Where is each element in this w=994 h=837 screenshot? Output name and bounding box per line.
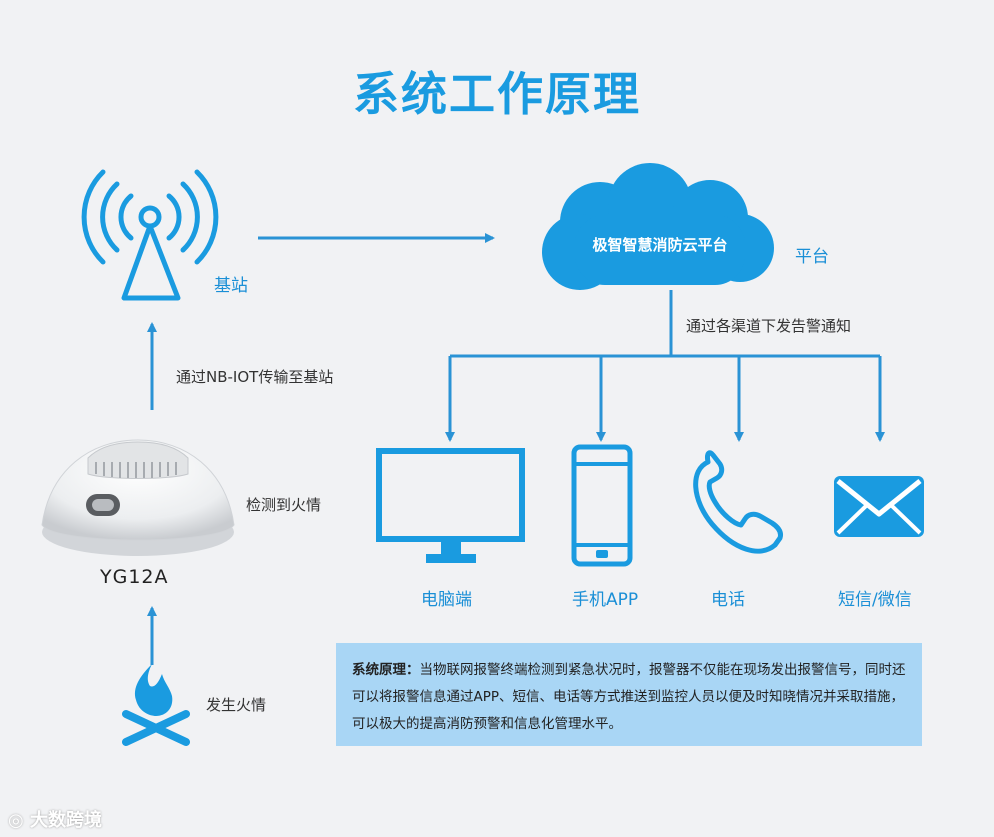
campfire-icon	[126, 664, 186, 742]
channel-label-phone: 电话	[711, 585, 745, 610]
nbiot-transmit-text: 通过NB-IOT传输至基站	[176, 366, 333, 387]
channel-label-sms: 短信/微信	[838, 585, 912, 610]
channel-label-pc: 电脑端	[421, 585, 472, 610]
description-heading: 系统原理：	[352, 662, 420, 678]
watermark-text: ◎ 大数跨境	[8, 806, 102, 832]
base-station-label: 基站	[214, 271, 248, 296]
description-body: 当物联网报警终端检测到紧急状况时，报警器不仅能在现场发出报警信号，同时还可以将报…	[352, 662, 906, 732]
envelope-icon	[834, 476, 924, 537]
cloud-platform-text: 极智智慧消防云平台	[570, 234, 750, 255]
notify-tree	[450, 290, 880, 440]
fire-detected-text: 检测到火情	[246, 494, 321, 515]
channel-label-app: 手机APP	[572, 585, 638, 610]
fire-occurs-text: 发生火情	[206, 694, 266, 715]
notify-channels-text: 通过各渠道下发告警通知	[686, 315, 851, 336]
device-model-label: YG12A	[100, 566, 169, 588]
smartphone-icon	[574, 447, 630, 564]
description-box: 系统原理：当物联网报警终端检测到紧急状况时，报警器不仅能在现场发出报警信号，同时…	[336, 643, 922, 746]
smoke-detector-icon	[42, 440, 234, 556]
watermark-logo-icon: ◎	[8, 810, 30, 831]
monitor-icon	[379, 451, 522, 563]
platform-label: 平台	[795, 242, 829, 267]
cloud-icon	[542, 163, 774, 290]
cell-tower-icon	[84, 172, 216, 298]
phone-icon	[696, 453, 781, 551]
